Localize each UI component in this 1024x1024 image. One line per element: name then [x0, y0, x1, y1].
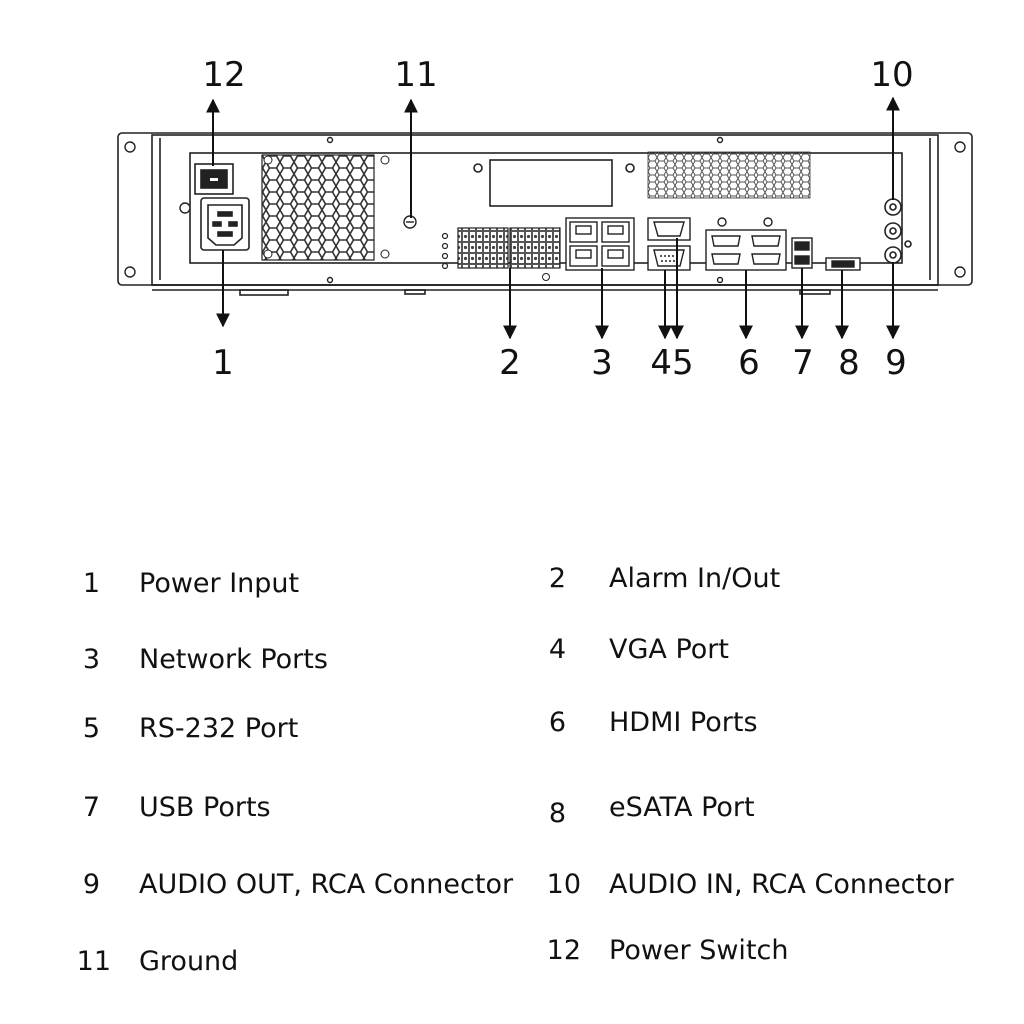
- leader-lines: [206, 96, 900, 340]
- rs232-port-icon: [647, 217, 691, 241]
- hdmi-ports-icon: [705, 217, 787, 271]
- legend-label: AUDIO OUT, RCA Connector: [139, 869, 514, 900]
- esata-port-icon: [825, 257, 861, 271]
- rack-ear-holes: [124, 136, 966, 284]
- legend-num: 9: [82, 869, 100, 900]
- legend-label: HDMI Ports: [609, 707, 758, 738]
- blank-plate: [473, 159, 635, 207]
- legend-label: Alarm In/Out: [609, 563, 781, 594]
- callout-11: 11: [394, 55, 437, 95]
- alarm-terminal-block-icon: [457, 227, 561, 281]
- legend-label: USB Ports: [139, 792, 271, 823]
- callout-8: 8: [838, 343, 860, 383]
- legend-label: eSATA Port: [609, 792, 755, 823]
- callout-2: 2: [499, 343, 521, 383]
- callout-9: 9: [885, 343, 907, 383]
- vent-grille: [647, 151, 811, 199]
- usb-ports-icon: [791, 237, 813, 269]
- legend-num: 4: [548, 634, 566, 665]
- callout-10: 10: [870, 55, 913, 95]
- callout-1: 1: [212, 343, 234, 383]
- legend-num: 1: [82, 568, 100, 599]
- callout-7: 7: [792, 343, 814, 383]
- legend-label: AUDIO IN, RCA Connector: [609, 869, 954, 900]
- legend-label: Ground: [139, 946, 239, 977]
- screw-icon: [179, 202, 191, 214]
- audio-rca-connectors-icon: [884, 198, 912, 264]
- legend-num: 7: [82, 792, 100, 823]
- legend-num: 3: [82, 644, 100, 675]
- power-inlet-icon: [200, 197, 250, 251]
- fan-grille-icon: [261, 154, 390, 261]
- chassis: [117, 132, 973, 296]
- legend-num: 10: [546, 869, 581, 900]
- legend-label: RS-232 Port: [139, 713, 299, 744]
- legend-num: 12: [546, 935, 581, 966]
- legend-label: Power Switch: [609, 935, 789, 966]
- callout-45: 45: [650, 343, 693, 383]
- status-led-icon: [441, 232, 449, 270]
- callout-3: 3: [591, 343, 613, 383]
- power-switch-icon: [194, 163, 234, 195]
- legend-num: 5: [82, 713, 100, 744]
- legend-label: Network Ports: [139, 644, 328, 675]
- network-ports-icon: [565, 217, 635, 271]
- legend-num: 2: [548, 563, 566, 594]
- legend-num: 6: [548, 707, 566, 738]
- callout-6: 6: [738, 343, 760, 383]
- legend-num: 11: [76, 946, 111, 977]
- vga-port-icon: [647, 245, 691, 271]
- callout-12: 12: [202, 55, 245, 95]
- legend-num: 8: [548, 798, 566, 829]
- legend-label: VGA Port: [609, 634, 729, 665]
- legend-label: Power Input: [139, 568, 300, 599]
